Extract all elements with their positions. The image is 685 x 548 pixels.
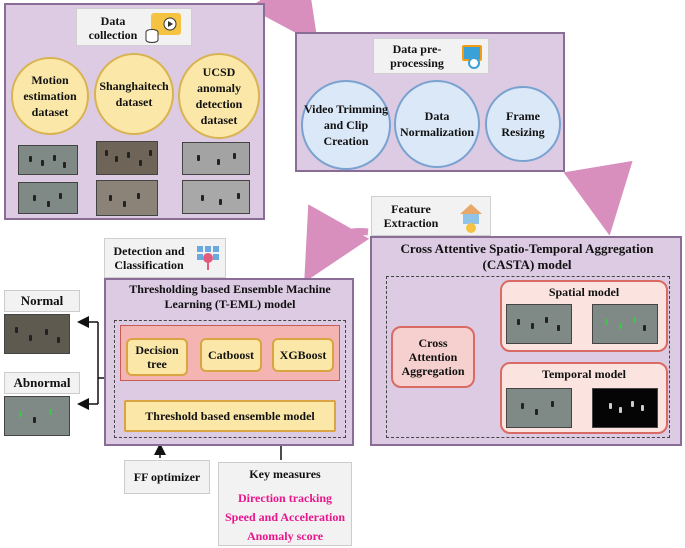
casta-inner-frame <box>386 276 670 438</box>
step-video-trimming: Video Trimming and Clip Creation <box>301 80 391 170</box>
teml-panel: Thresholding based Ensemble Machine Lear… <box>104 278 354 446</box>
abnormal-label: Abnormal <box>4 372 80 394</box>
dataset-thumbnail <box>96 180 158 216</box>
spatial-output-frame <box>592 304 658 344</box>
step-data-normalization: Data Normalization <box>394 80 480 168</box>
normal-label: Normal <box>4 290 80 312</box>
dataset-thumbnail <box>18 182 78 214</box>
detection-box: Detection and Classification <box>104 238 226 278</box>
feature-extraction-icon <box>456 200 486 234</box>
dataset-thumbnail <box>96 141 158 175</box>
temporal-model-box: Temporal model <box>500 362 668 434</box>
spatial-input-frame <box>506 304 572 344</box>
feature-extraction-label: Feature Extraction <box>383 202 439 230</box>
classification-icon <box>195 244 221 274</box>
normal-frame <box>4 314 70 354</box>
classifier-catboost: Catboost <box>200 338 262 372</box>
key-measures-box: Key measures Direction tracking Speed an… <box>218 462 352 546</box>
preprocessing-panel: Data pre-processing Video Trimming and C… <box>295 32 565 172</box>
data-collection-title: Data collection <box>88 14 138 42</box>
teml-title: Thresholding based Ensemble Machine Lear… <box>129 282 331 311</box>
flow-arrow-2 <box>563 160 633 236</box>
data-collection-title-box: Data collection <box>76 8 192 46</box>
threshold-ensemble-model: Threshold based ensemble model <box>124 400 336 432</box>
temporal-input-frame <box>506 388 572 428</box>
key-measures-title: Key measures <box>249 467 321 481</box>
dataset-thumbnail <box>182 142 250 175</box>
flow-arrow-3 <box>304 204 370 283</box>
dataset-thumbnail <box>18 145 78 175</box>
ff-optimizer: FF optimizer <box>124 460 210 494</box>
temporal-output-frame <box>592 388 658 428</box>
dataset-shanghaitech: Shanghaitech dataset <box>94 53 174 135</box>
teml-inner-frame <box>114 320 346 438</box>
casta-panel: Cross Attentive Spatio-Temporal Aggregat… <box>370 236 682 446</box>
dataset-motion: Motion estimation dataset <box>11 57 89 135</box>
measure-speed-acceleration: Speed and Acceleration <box>225 510 345 524</box>
video-settings-icon <box>460 43 484 69</box>
preprocessing-title-box: Data pre-processing <box>373 38 489 74</box>
abnormal-frame <box>4 396 70 436</box>
cross-attention-aggregation: Cross Attention Aggregation <box>391 326 475 388</box>
casta-title: Cross Attentive Spatio-Temporal Aggregat… <box>400 241 654 272</box>
detection-label: Detection and Classification <box>113 244 185 272</box>
flow-arrow-1 <box>249 0 319 45</box>
dataset-thumbnail <box>182 180 250 214</box>
data-collection-panel: Data collection Motion estimation datase… <box>4 3 265 220</box>
database-icon <box>145 29 159 43</box>
spatial-model-box: Spatial model <box>500 280 668 352</box>
temporal-model-label: Temporal model <box>542 367 626 381</box>
measure-direction-tracking: Direction tracking <box>237 491 333 505</box>
measure-anomaly-score: Anomaly score <box>246 529 324 543</box>
preprocessing-title: Data pre-processing <box>390 42 444 70</box>
video-folder-icon <box>151 13 181 35</box>
spatial-model-label: Spatial model <box>548 285 620 299</box>
classifier-decision-tree: Decision tree <box>126 338 188 376</box>
classifier-xgboost: XGBoost <box>272 338 334 372</box>
step-frame-resizing: Frame Resizing <box>485 86 561 162</box>
dataset-ucsd: UCSD anomaly detection dataset <box>178 53 260 139</box>
feature-extraction-box: Feature Extraction <box>371 196 491 236</box>
